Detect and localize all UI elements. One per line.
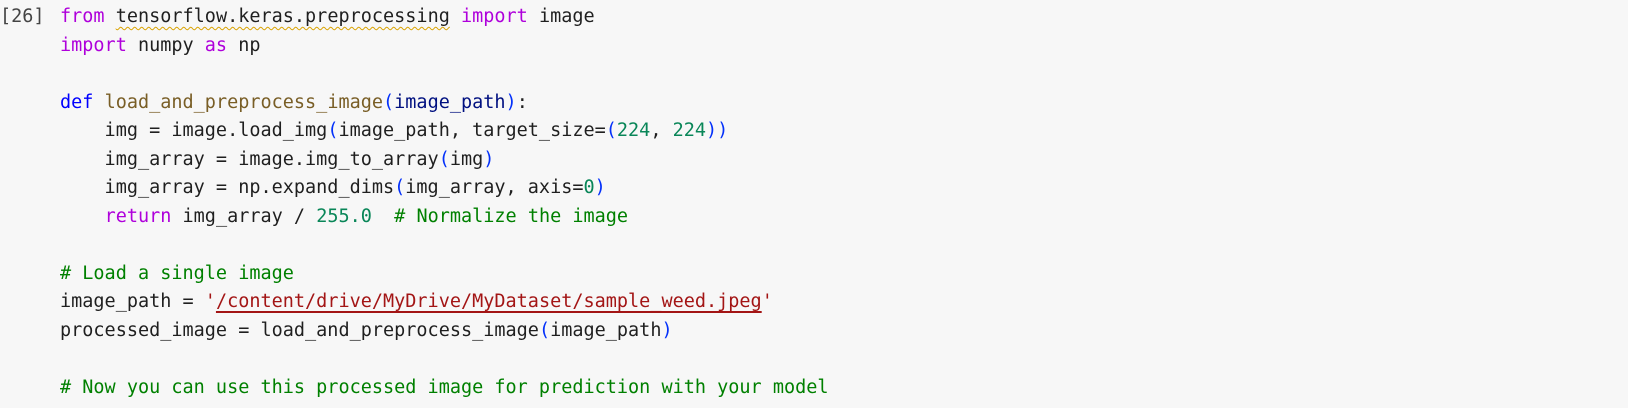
code-token (60, 206, 105, 227)
code-token (372, 206, 394, 227)
code-line[interactable] (60, 232, 829, 261)
code-token: ( (383, 91, 395, 113)
code-token: image_path, target_size= (338, 120, 606, 141)
code-token: # Normalize the image (394, 205, 629, 227)
code-token: 0 (583, 177, 595, 198)
code-token: , (650, 120, 673, 141)
code-token: 224 (672, 120, 707, 141)
code-token: img_array, axis= (405, 177, 584, 198)
code-token: tensorflow.keras.preprocessing (115, 6, 450, 27)
code-token: img = image.load_img (60, 120, 328, 141)
code-token: ) (594, 177, 606, 198)
execution-count[interactable]: [26] (0, 6, 45, 27)
code-token: ( (605, 120, 617, 141)
code-token: return (104, 205, 172, 227)
code-line[interactable]: from tensorflow.keras.preprocessing impo… (60, 4, 829, 33)
code-token: import (60, 34, 127, 56)
code-line[interactable]: img_array = np.expand_dims(img_array, ax… (60, 175, 829, 204)
code-line[interactable] (60, 61, 829, 90)
code-token: img_array = np.expand_dims (60, 177, 395, 198)
code-token: )) (706, 120, 729, 141)
code-line[interactable]: img_array = image.img_to_array(img) (60, 147, 829, 176)
code-token: img_array = image.img_to_array (60, 148, 439, 170)
code-token: numpy (126, 34, 205, 56)
code-token: np (227, 34, 261, 56)
code-line[interactable]: import numpy as np (60, 33, 829, 62)
code-token: # Load a single image (60, 262, 294, 284)
code-token: image_path = (60, 291, 205, 312)
code-token: def (60, 91, 94, 113)
code-token: load_and_preprocess_image (104, 91, 384, 113)
code-token: ( (394, 177, 406, 198)
code-token: processed_image = load_and_preprocess_im… (60, 319, 539, 341)
code-line[interactable]: processed_image = load_and_preprocess_im… (60, 318, 829, 347)
code-line[interactable]: return img_array / 255.0 # Normalize the… (60, 204, 829, 233)
code-token: image_path (550, 319, 662, 341)
code-line[interactable]: img = image.load_img(image_path, target_… (60, 118, 829, 147)
code-line[interactable]: image_path = '/content/drive/MyDrive/MyD… (60, 289, 829, 318)
code-editor[interactable]: from tensorflow.keras.preprocessing impo… (60, 4, 829, 403)
code-token: ) (505, 91, 517, 113)
code-token: image (527, 6, 595, 27)
code-token: img (449, 148, 484, 170)
code-token: ' (204, 291, 216, 312)
code-line[interactable]: def load_and_preprocess_image(image_path… (60, 90, 829, 119)
code-token: img_array / (171, 205, 317, 227)
code-token: /content/drive/MyDrive/MyDataset/sample_… (215, 291, 762, 312)
code-token: 224 (616, 120, 651, 141)
code-token: image_path (394, 91, 506, 113)
code-token: : (516, 91, 528, 113)
code-token: ) (483, 148, 495, 170)
code-token: 255.0 (316, 205, 372, 227)
code-token (105, 6, 116, 27)
code-token: import (460, 6, 528, 27)
code-line[interactable]: # Load a single image (60, 261, 829, 290)
code-line[interactable]: # Now you can use this processed image f… (60, 375, 829, 404)
code-token: # Now you can use this processed image f… (60, 376, 829, 398)
code-token: ) (661, 319, 673, 341)
code-token: from (60, 6, 105, 27)
code-token: as (204, 34, 228, 56)
code-line[interactable] (60, 346, 829, 375)
code-token: ' (761, 291, 773, 312)
code-token: ( (438, 148, 450, 170)
code-token (93, 92, 104, 113)
code-token: ( (327, 120, 339, 141)
code-token: ( (538, 319, 551, 341)
code-token (450, 6, 461, 27)
